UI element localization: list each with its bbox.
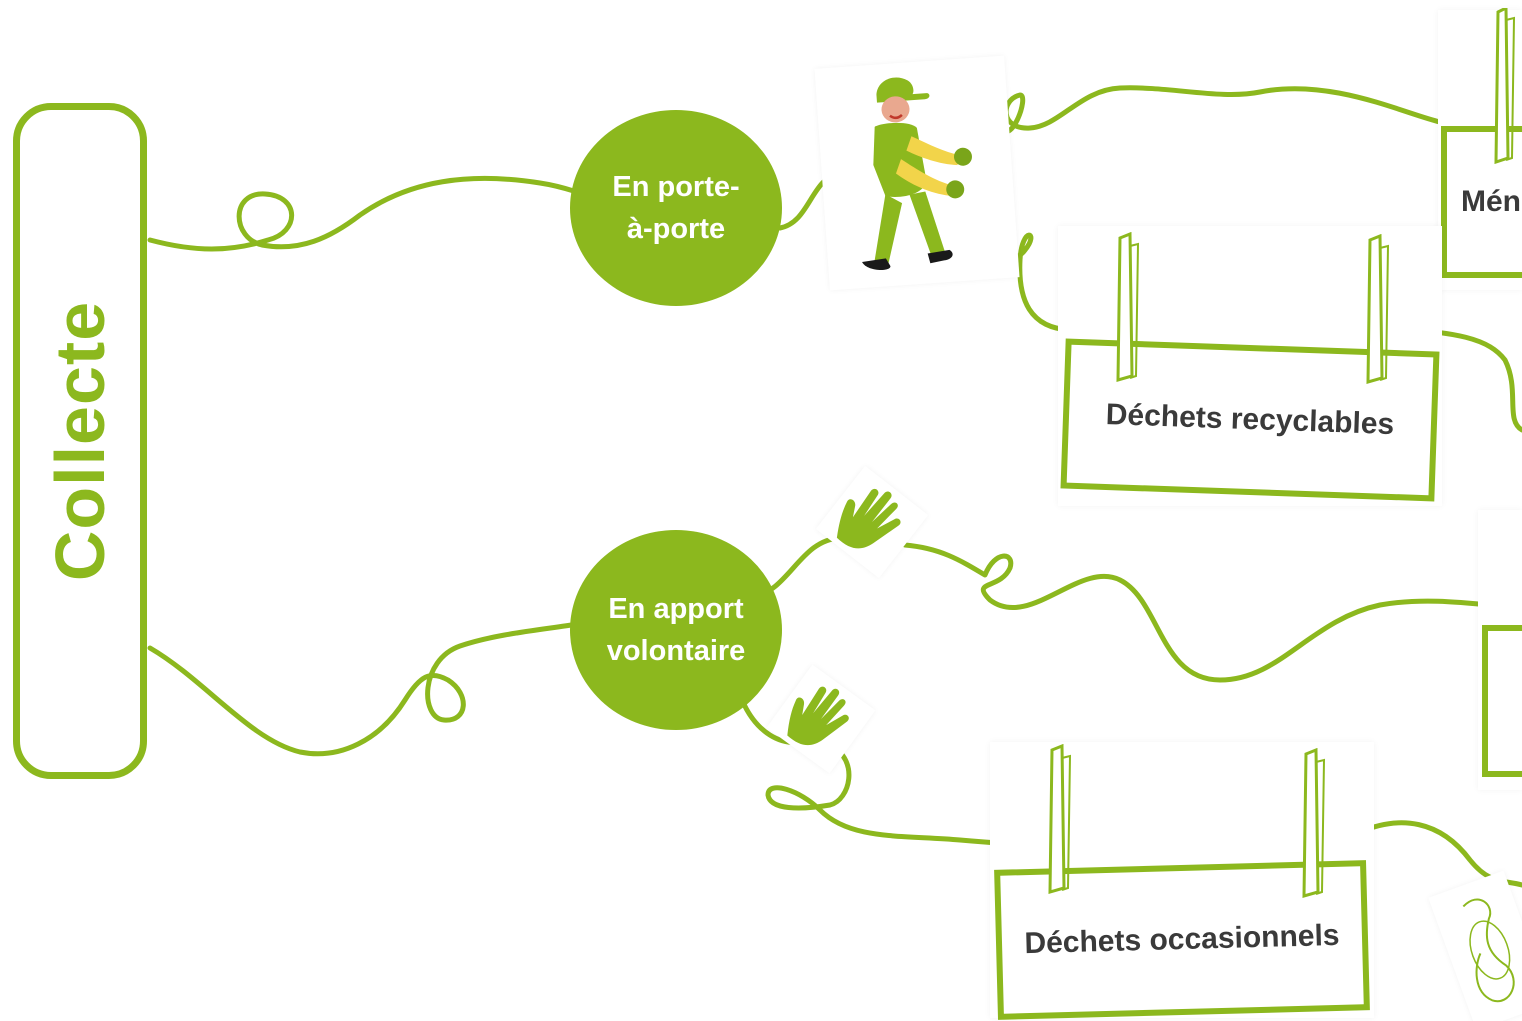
clothespin-icon bbox=[1116, 232, 1140, 382]
collecte-label: Collecte bbox=[41, 300, 119, 582]
clothespin-icon bbox=[1366, 234, 1390, 384]
collecte-box bbox=[13, 103, 147, 779]
hand-icon bbox=[766, 664, 876, 774]
clothespin-icon bbox=[1048, 744, 1072, 894]
wire-root-to-apport bbox=[147, 621, 581, 757]
wire-hand1-right bbox=[902, 542, 1522, 683]
node-apport-volontaire-line2: volontaire bbox=[606, 635, 746, 667]
clothespin-icon bbox=[1302, 748, 1326, 898]
garbage-collector-icon bbox=[814, 55, 1020, 291]
node-porte-a-porte-line1: En porte- bbox=[612, 170, 740, 203]
node-porte-a-porte-line2: à-porte bbox=[626, 213, 726, 245]
card-recyclables-label: Déchets recyclables bbox=[1105, 397, 1395, 442]
hand-icon bbox=[815, 465, 929, 579]
clothespin-icon bbox=[1494, 8, 1516, 164]
node-porte-a-porte: En porte- à-porte bbox=[570, 110, 782, 306]
card-menagers-label: Mén bbox=[1461, 185, 1521, 218]
card-occasionnels-label: Déchets occasionnels bbox=[1024, 918, 1340, 961]
node-apport-volontaire: En apport volontaire bbox=[570, 530, 782, 730]
wire-root-to-porte bbox=[147, 175, 583, 252]
node-apport-volontaire-line1: En apport bbox=[608, 592, 744, 625]
wire-worker-top bbox=[947, 85, 1522, 173]
sketch-paper bbox=[1428, 870, 1522, 1021]
card-right-cut bbox=[1482, 625, 1522, 777]
